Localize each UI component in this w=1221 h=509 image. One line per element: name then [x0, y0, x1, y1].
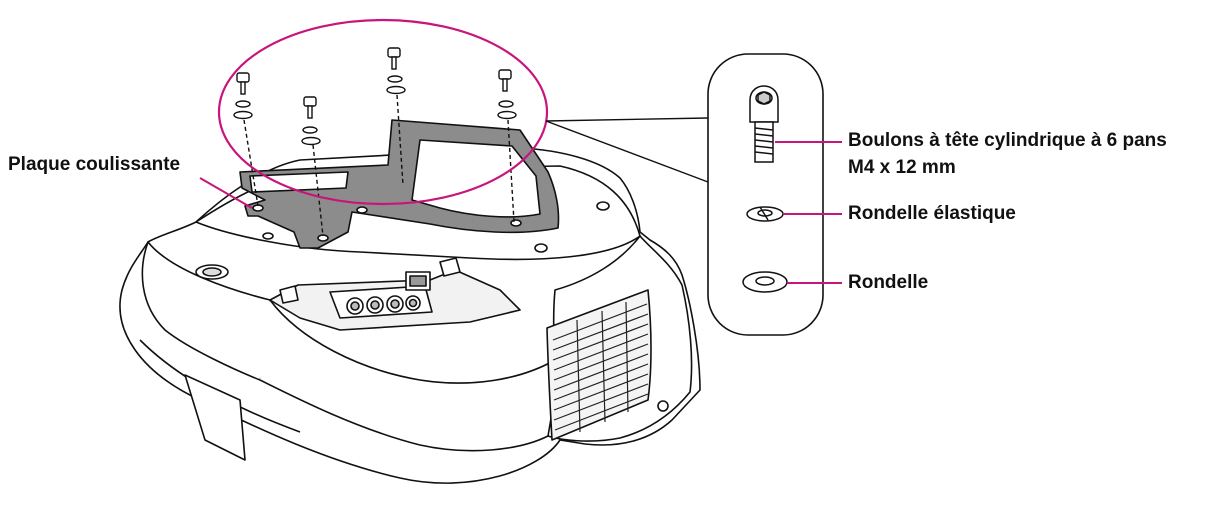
- bolt-set-3: [386, 47, 406, 95]
- bolt-set-1: [233, 72, 253, 120]
- side-screw: [657, 400, 669, 412]
- detail-washer: [742, 271, 788, 293]
- bolt-set-2: [301, 96, 321, 146]
- label-slide-plate: Plaque coulissante: [8, 154, 181, 175]
- callout-connector: [545, 117, 709, 183]
- detail-spring-washer: [746, 206, 784, 222]
- callout-ellipse: [217, 18, 549, 206]
- detail-box: [707, 53, 824, 336]
- label-bolts-line1: Boulons à tête cylindrique à 6 pans: [848, 130, 1167, 151]
- vent-lines: [552, 301, 649, 433]
- label-spring-washer: Rondelle élastique: [848, 203, 1016, 224]
- label-washer: Rondelle: [848, 272, 929, 293]
- bolt-sets: [233, 47, 517, 146]
- label-bolts-line2: M4 x 12 mm: [848, 157, 956, 178]
- leader-slide-plate: [199, 177, 253, 209]
- detail-bolt: [749, 85, 779, 163]
- alignment-dashes: [243, 94, 515, 237]
- slide-plate: [239, 119, 560, 249]
- label-leaders: [199, 141, 842, 284]
- bolt-set-4: [497, 69, 517, 120]
- projector-body: [119, 147, 701, 484]
